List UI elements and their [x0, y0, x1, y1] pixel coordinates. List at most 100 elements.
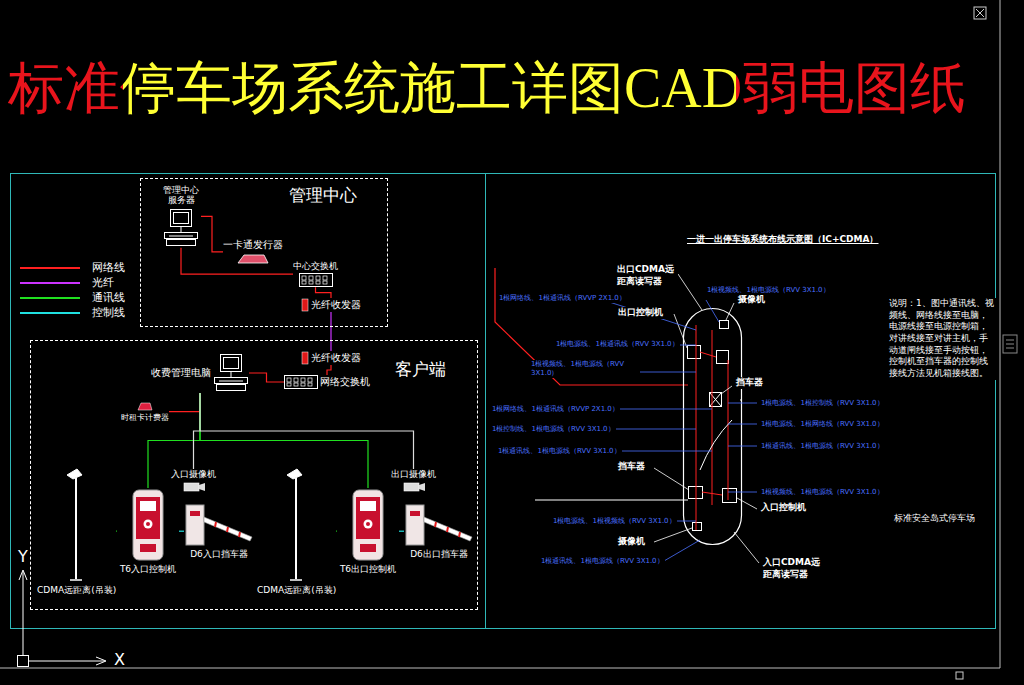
cable-note: 1根视频线、1根电源线（RVV 3X1.0）	[530, 360, 632, 378]
device-icon-part-part	[302, 299, 308, 311]
device-icon	[404, 503, 474, 547]
device-node: 光纤收发器	[301, 298, 361, 312]
device-icon-part	[184, 503, 254, 547]
leader-line-part	[734, 532, 759, 563]
device-node: 入口摄像机	[171, 469, 216, 493]
device-node: D6入口挡车器	[184, 503, 254, 559]
device-label: 收费管理电脑	[151, 367, 211, 379]
device-node: CDMA远距离(吊装)	[37, 467, 116, 595]
legend-swatch	[20, 282, 80, 284]
device-callout: 出口CDMA远距离读写器	[616, 264, 678, 287]
wire-connector-part	[201, 216, 223, 252]
device-label: 中心交换机	[293, 261, 338, 271]
safety-island-part	[700, 420, 732, 470]
device-icon-part-part	[146, 522, 150, 526]
device-icon-part-part	[165, 232, 198, 238]
sheet-frame-part	[1006, 340, 1014, 341]
dashed-region: 管理中心管理中心 服务器一卡通发行器中心交换机光纤收发器	[140, 178, 388, 327]
device-label: 出口摄像机	[391, 469, 436, 479]
device-icon	[131, 488, 165, 562]
sheet-frame-part	[1000, 0, 1001, 668]
device-icon-part-part	[299, 274, 332, 287]
device-icon-part	[137, 401, 153, 411]
wire-connector-part	[336, 531, 338, 532]
device-icon	[282, 467, 312, 583]
sheet-frame-part	[976, 9, 984, 17]
safety-island-part	[696, 325, 697, 530]
axis-icon-part	[29, 661, 104, 662]
cable-leader-part	[728, 446, 757, 447]
sheet-frame-part	[976, 9, 984, 17]
device-label: D6出口挡车器	[410, 549, 468, 559]
device-icon-part-part	[447, 527, 448, 532]
device-icon-part	[404, 503, 474, 547]
wire-connector	[200, 393, 414, 469]
device-icon-part-part	[231, 372, 232, 377]
axis-icon-part	[23, 572, 24, 655]
leader-line-part	[737, 498, 757, 509]
device-node: 出口摄像机	[391, 469, 436, 493]
device-icon-part-part	[219, 381, 243, 382]
cable-leader-part	[600, 299, 696, 330]
wire-connector	[249, 373, 284, 382]
sheet-frame-part	[1006, 348, 1014, 349]
legend-row: 光纤	[20, 276, 114, 289]
device-icon-part	[351, 488, 385, 562]
device-label: 光纤收发器	[311, 352, 361, 364]
device-icon	[184, 503, 254, 547]
device-callout: 入口CDMA远距离读写器	[762, 557, 824, 580]
axis-label: Y	[17, 547, 29, 568]
device-icon-part-part	[221, 355, 242, 372]
device-icon-part-part	[308, 378, 312, 382]
cable-note: 1根通讯线、1根电源线（RVV 3X1.0）	[540, 557, 665, 566]
cable-note: 1根通讯线、1根电源线（RVV 3X1.0）	[760, 442, 885, 451]
cable-leader-part	[620, 451, 712, 452]
device-icon-part-part	[224, 358, 239, 369]
device-icon-part-part	[366, 522, 370, 526]
device-label: 一卡通发行器	[223, 239, 283, 251]
device-icon-part-part	[323, 276, 327, 280]
wire-connector-part	[116, 531, 118, 532]
cable-leader-part	[612, 429, 696, 430]
device-icon-part	[301, 298, 309, 312]
cable-leader-part	[728, 424, 757, 425]
device-node: 网络交换机	[284, 375, 370, 389]
legend-swatch	[20, 297, 80, 299]
device-icon	[182, 481, 206, 493]
device-icon	[236, 253, 270, 265]
safety-island-part	[740, 400, 742, 401]
device-icon-part-part	[169, 235, 193, 236]
device-icon-part-part	[75, 478, 77, 579]
device-icon	[213, 353, 249, 393]
device-icon-part-part	[353, 490, 383, 560]
region-heading: 客户端	[395, 359, 446, 379]
device-icon-part	[301, 351, 309, 365]
device-icon-part-part	[356, 497, 380, 539]
device-icon-part-part	[190, 511, 200, 516]
drawing-name: 标准安全岛式停车场	[893, 513, 976, 525]
safety-island-part	[535, 499, 688, 500]
drawing-subtitle: 一进一出停车场系统布线示意图（IC+CDMA）	[686, 234, 880, 246]
device-icon-part-part	[419, 483, 425, 491]
wire-connector	[399, 531, 404, 532]
wire-connector	[194, 393, 201, 469]
device-node: CDMA远距离(吊装)	[257, 467, 336, 595]
note-text: 说明：1、图中通讯线、视频线、网络线接至电脑，电源线接至电源控制箱，对讲线接至对…	[888, 298, 996, 380]
device-icon-part-part	[309, 281, 313, 284]
device-icon-part	[213, 353, 249, 393]
device-label: T6出口控制机	[340, 564, 396, 574]
wire-connector	[116, 531, 118, 532]
leader-line-part	[654, 528, 692, 542]
cable-leader-part	[664, 540, 700, 561]
device-icon-part-part	[424, 517, 472, 541]
leader-line-part	[726, 303, 734, 320]
leader-line-part	[678, 274, 702, 310]
device-icon-part-part	[217, 385, 246, 391]
device-icon-part	[284, 375, 318, 389]
device-icon-part-part	[184, 483, 199, 491]
device-callout: 出口控制机	[617, 307, 664, 319]
sheet-frame-part	[0, 668, 1000, 669]
wire-connector-part	[169, 393, 200, 412]
panel-frame-part	[11, 174, 486, 629]
device-icon-part	[62, 467, 92, 583]
